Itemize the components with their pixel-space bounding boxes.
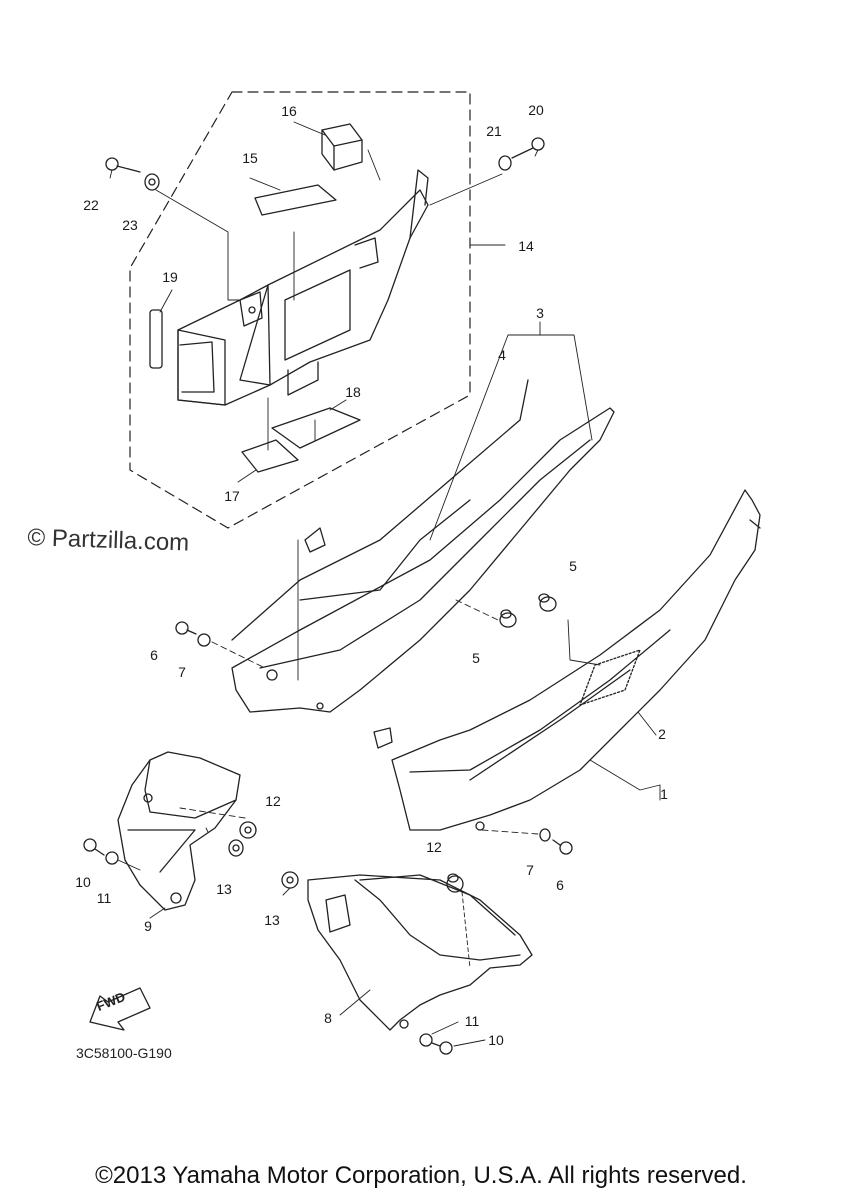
callout-10: 10 <box>488 1032 504 1048</box>
washer-11a <box>105 851 119 865</box>
callout-20: 20 <box>528 102 544 118</box>
screw-10b <box>431 1041 453 1055</box>
grommet-5a <box>499 609 517 628</box>
rubber-strip <box>149 309 163 369</box>
callout-22: 22 <box>83 197 99 213</box>
diagram-code: 3C58100-G190 <box>76 1045 172 1061</box>
callout-19: 19 <box>162 269 178 285</box>
callout-5: 5 <box>569 558 577 574</box>
assembly-14-boundary <box>129 91 471 529</box>
washer-21 <box>498 155 512 171</box>
emblem-2 <box>579 649 641 706</box>
callout-5: 5 <box>472 650 480 666</box>
grommet-12a <box>239 821 257 839</box>
bolt-22 <box>105 157 141 173</box>
callout-4: 4 <box>498 347 506 363</box>
callout-10: 10 <box>75 874 91 890</box>
grommet-5b <box>538 593 557 612</box>
pad-18 <box>271 407 361 449</box>
callout-12: 12 <box>265 793 281 809</box>
callout-17: 17 <box>224 488 240 504</box>
leader-lines <box>109 121 661 1047</box>
side-cover-3 <box>231 379 615 713</box>
callout-6: 6 <box>556 877 564 893</box>
callout-23: 23 <box>122 217 138 233</box>
pad-15 <box>254 184 337 216</box>
fwd-arrow-icon <box>89 987 151 1031</box>
washer-7b <box>539 828 551 842</box>
grommet-12b <box>446 873 464 893</box>
callout-9: 9 <box>144 918 152 934</box>
screw-10a <box>83 838 105 856</box>
callout-2: 2 <box>658 726 666 742</box>
callout-11: 11 <box>96 890 112 906</box>
callout-6: 6 <box>150 647 158 663</box>
callout-7: 7 <box>178 664 186 680</box>
copyright-notice: ©2013 Yamaha Motor Corporation, U.S.A. A… <box>95 1162 747 1189</box>
lower-cover-8 <box>307 874 533 1031</box>
callout-8: 8 <box>324 1010 332 1026</box>
grommet-13b <box>281 871 299 889</box>
side-cover-1 <box>373 489 761 831</box>
screw-6b <box>552 839 573 855</box>
bolt-20 <box>511 137 545 159</box>
callout-12: 12 <box>426 839 442 855</box>
battery-case <box>177 169 429 406</box>
callout-13: 13 <box>264 912 280 928</box>
washer-7a <box>197 633 211 647</box>
collar-23 <box>144 173 160 191</box>
callout-7: 7 <box>526 862 534 878</box>
callout-3: 3 <box>536 305 544 321</box>
callout-13: 13 <box>216 881 232 897</box>
callout-14: 14 <box>518 238 534 254</box>
callout-11: 11 <box>464 1013 480 1029</box>
grommet-13a <box>228 839 244 857</box>
washer-11b <box>419 1033 433 1047</box>
callout-16: 16 <box>281 103 297 119</box>
callout-18: 18 <box>345 384 361 400</box>
screw-6a <box>175 621 197 635</box>
callout-21: 21 <box>486 123 502 139</box>
relay <box>321 123 363 171</box>
pad-17 <box>241 439 299 473</box>
callout-15: 15 <box>242 150 258 166</box>
lower-cover-9 <box>117 751 241 911</box>
watermark: © Partzilla.com <box>27 524 190 557</box>
callout-1: 1 <box>660 786 668 802</box>
